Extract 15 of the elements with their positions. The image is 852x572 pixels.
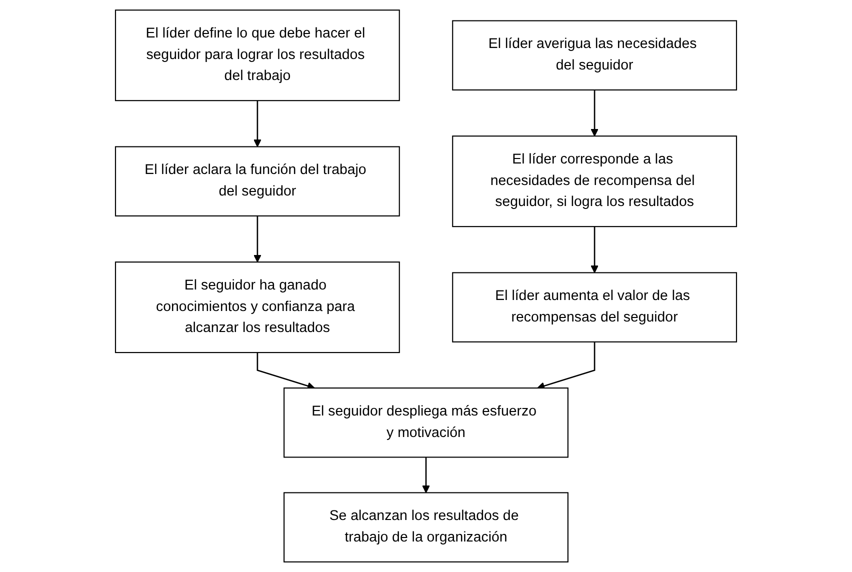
node-box: El líder aclara la función del trabajo del seguidor	[114, 146, 400, 216]
arrow	[256, 352, 315, 390]
arrow	[254, 216, 262, 262]
node-box: El seguidor despliega más esfuerzo y motivación	[284, 387, 568, 458]
arrow	[254, 100, 262, 148]
node-box: Se alcanzan los resultados de trabajo de la organización	[284, 492, 568, 562]
arrow	[590, 226, 598, 274]
arrow	[590, 90, 598, 136]
node-box: El líder define lo que debe hacer el seguidor para lograr los resultados del trabajo	[114, 10, 400, 102]
node-box: El líder aumenta el valor de las recompensas del seguidor	[452, 272, 738, 342]
node-box: El líder averigua las necesidades del seguidor	[452, 20, 738, 90]
node-box: El seguidor ha ganado conocimientos y confianza para alcanzar los resultados	[114, 262, 400, 354]
arrow	[537, 342, 596, 390]
node-box: El líder corresponde a las necesidades de recompensa del seguidor, si logra los resultados	[452, 136, 738, 228]
arrow	[422, 457, 430, 494]
